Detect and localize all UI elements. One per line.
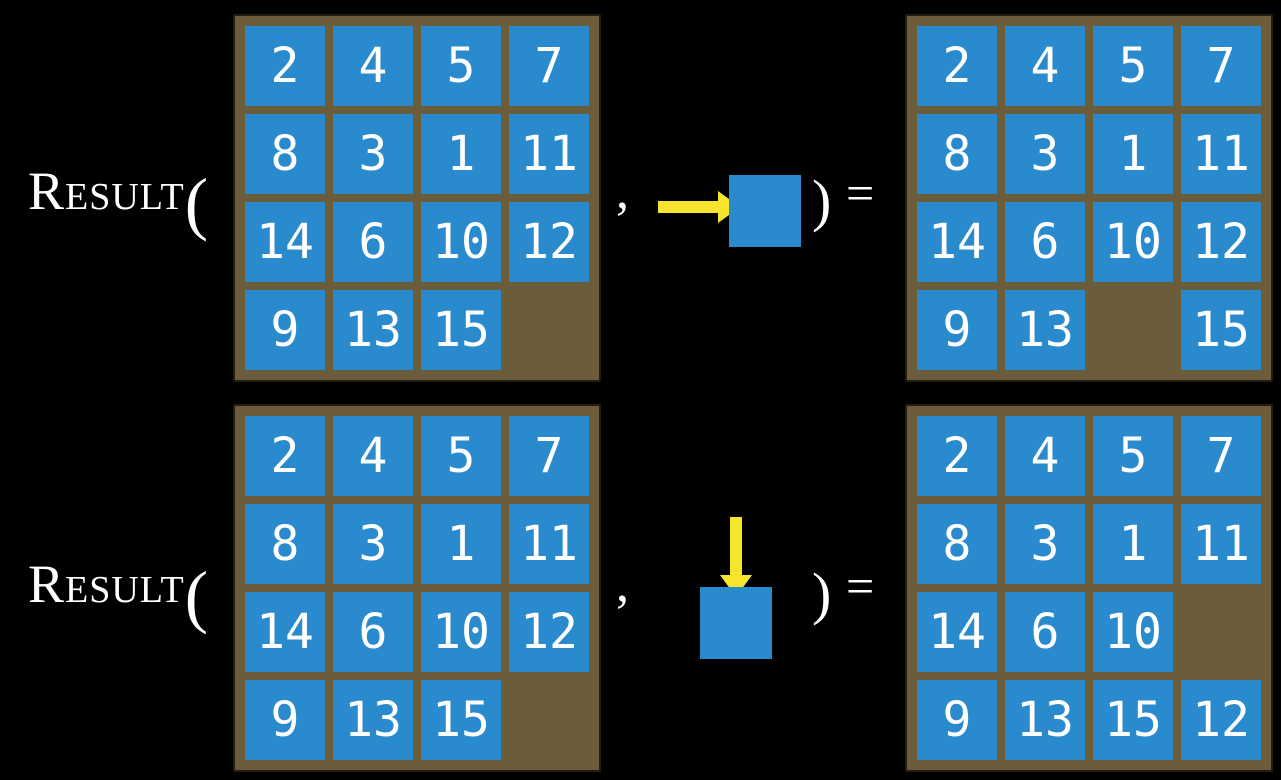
puzzle-tile-12: 12 (1181, 680, 1261, 760)
puzzle-tile-12: 12 (509, 202, 589, 282)
puzzle-tile-5: 5 (421, 26, 501, 106)
puzzle-tile-8: 8 (917, 504, 997, 584)
equals-sign: = (846, 165, 875, 221)
close-paren: ) (812, 168, 832, 233)
empty-cell (509, 290, 589, 370)
puzzle-tile-6: 6 (333, 202, 413, 282)
puzzle-tile-7: 7 (1181, 416, 1261, 496)
puzzle-tile-13: 13 (333, 290, 413, 370)
puzzle-tile-12: 12 (509, 592, 589, 672)
empty-cell (509, 680, 589, 760)
puzzle-tile-14: 14 (917, 592, 997, 672)
puzzle-tile-9: 9 (917, 680, 997, 760)
puzzle-tile-3: 3 (333, 114, 413, 194)
move-tile-operand (700, 587, 772, 659)
puzzle-tile-8: 8 (245, 114, 325, 194)
puzzle-tile-4: 4 (333, 416, 413, 496)
puzzle-tile-15: 15 (421, 680, 501, 760)
result-function-label: Result( (28, 554, 208, 632)
puzzle-tile-14: 14 (917, 202, 997, 282)
arrow-right-icon (658, 191, 740, 223)
puzzle-tile-6: 6 (1005, 202, 1085, 282)
puzzle-tile-10: 10 (421, 202, 501, 282)
puzzle-tile-10: 10 (1093, 592, 1173, 672)
puzzle-tile-3: 3 (1005, 114, 1085, 194)
puzzle-tile-15: 15 (1181, 290, 1261, 370)
puzzle-tile-8: 8 (245, 504, 325, 584)
puzzle-tile-6: 6 (1005, 592, 1085, 672)
puzzle-tile-1: 1 (421, 504, 501, 584)
result-function-name: Result (28, 161, 185, 221)
puzzle-tile-4: 4 (1005, 26, 1085, 106)
equals-sign: = (846, 558, 875, 614)
result-function-name: Result (28, 554, 185, 614)
puzzle-tile-11: 11 (1181, 504, 1261, 584)
puzzle-tile-11: 11 (509, 504, 589, 584)
puzzle-tile-5: 5 (1093, 26, 1173, 106)
puzzle-tile-12: 12 (1181, 202, 1261, 282)
comma-separator: , (616, 163, 629, 220)
move-tile-operand (729, 175, 801, 247)
puzzle-tile-14: 14 (245, 592, 325, 672)
puzzle-tile-5: 5 (1093, 416, 1173, 496)
puzzle-tile-14: 14 (245, 202, 325, 282)
open-paren: ( (184, 165, 209, 243)
puzzle-tile-9: 9 (245, 680, 325, 760)
puzzle-tile-11: 11 (1181, 114, 1261, 194)
puzzle-tile-7: 7 (1181, 26, 1261, 106)
empty-cell (1093, 290, 1173, 370)
puzzle-tile-11: 11 (509, 114, 589, 194)
puzzle-tile-4: 4 (1005, 416, 1085, 496)
puzzle-tile-7: 7 (509, 26, 589, 106)
puzzle-tile-15: 15 (1093, 680, 1173, 760)
puzzle-tile-7: 7 (509, 416, 589, 496)
puzzle-tile-2: 2 (245, 26, 325, 106)
puzzle-tile-5: 5 (421, 416, 501, 496)
puzzle-tile-8: 8 (917, 114, 997, 194)
puzzle-tile-9: 9 (245, 290, 325, 370)
puzzle-tile-2: 2 (917, 416, 997, 496)
puzzle-tile-4: 4 (333, 26, 413, 106)
puzzle-tile-1: 1 (1093, 504, 1173, 584)
result-function-label: Result( (28, 161, 208, 239)
arrow-down-icon (720, 517, 752, 597)
puzzle-tile-3: 3 (333, 504, 413, 584)
puzzle-tile-2: 2 (917, 26, 997, 106)
puzzle-tile-13: 13 (1005, 290, 1085, 370)
empty-cell (1181, 592, 1261, 672)
comma-separator: , (616, 556, 629, 613)
puzzle-tile-10: 10 (1093, 202, 1173, 282)
puzzle-tile-13: 13 (1005, 680, 1085, 760)
puzzle-tile-2: 2 (245, 416, 325, 496)
puzzle-tile-1: 1 (421, 114, 501, 194)
puzzle-tile-3: 3 (1005, 504, 1085, 584)
puzzle-tile-10: 10 (421, 592, 501, 672)
puzzle-tile-13: 13 (333, 680, 413, 760)
puzzle-tile-15: 15 (421, 290, 501, 370)
puzzle-tile-6: 6 (333, 592, 413, 672)
open-paren: ( (184, 558, 209, 636)
puzzle-tile-1: 1 (1093, 114, 1173, 194)
close-paren: ) (812, 561, 832, 626)
puzzle-tile-9: 9 (917, 290, 997, 370)
